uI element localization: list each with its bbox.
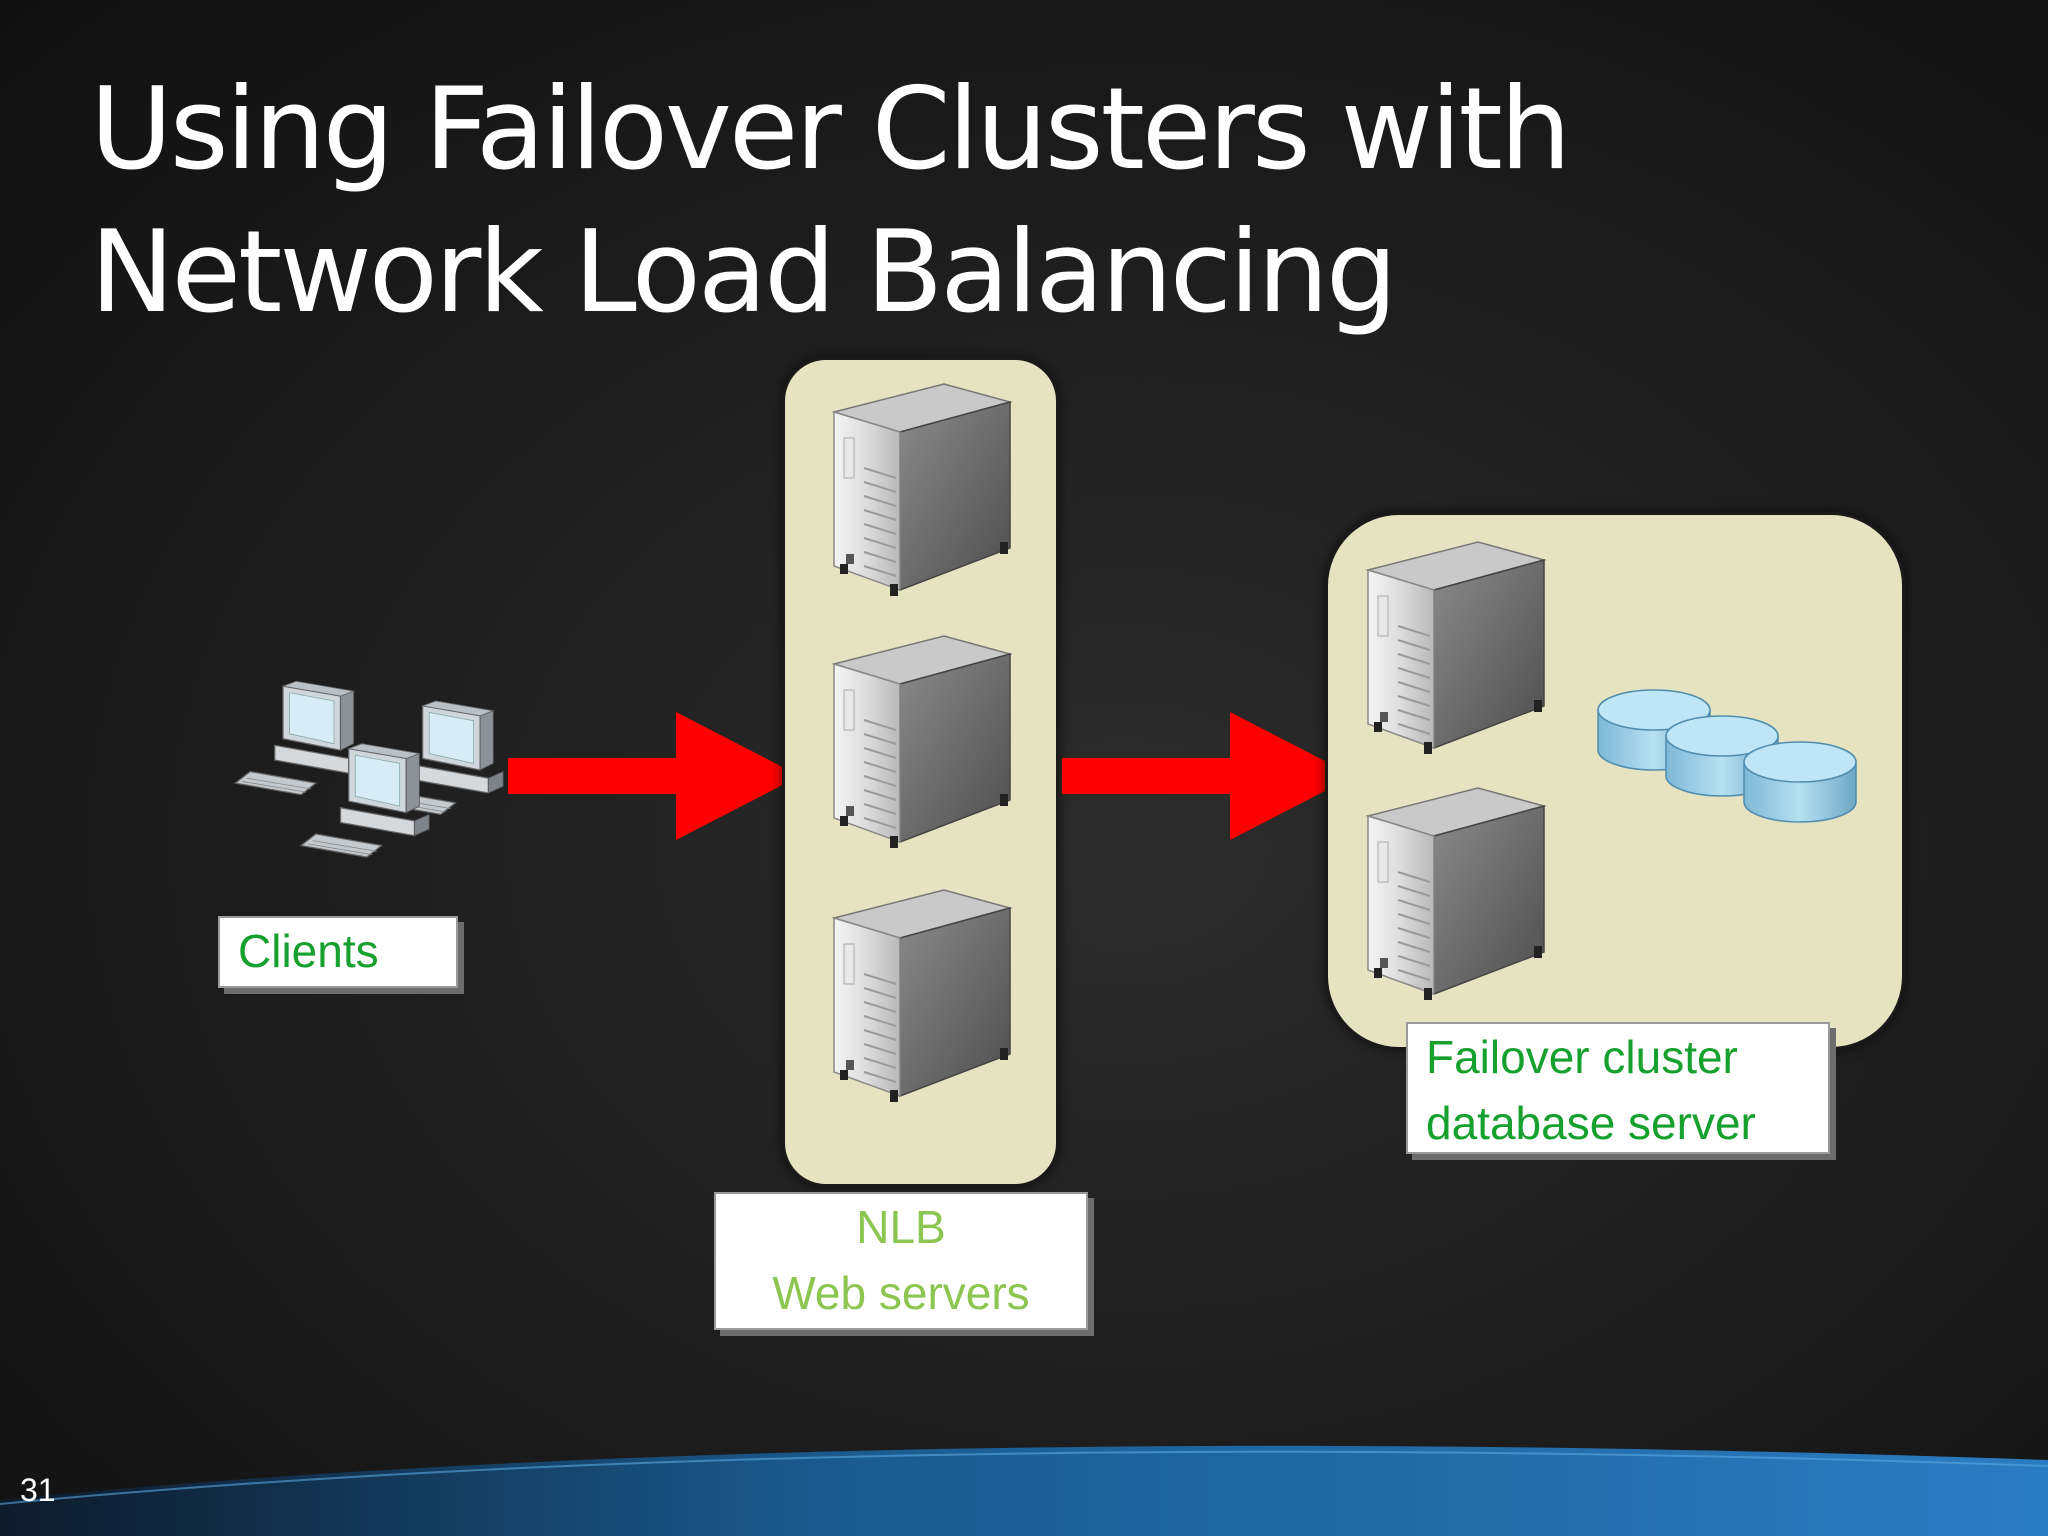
red-arrow-icon: [1062, 712, 1354, 840]
nlb-web-servers-label: NLB Web servers: [714, 1192, 1088, 1330]
nlb-label-line-2: Web servers: [772, 1267, 1030, 1319]
tower-server-icon: [1367, 787, 1545, 1001]
tower-server-icon: [833, 889, 1011, 1103]
tower-server-icon: [833, 635, 1011, 849]
tower-server-icon: [1367, 541, 1545, 755]
red-arrow-icon: [508, 712, 800, 840]
slide-title-line-2: Network Load Balancing: [90, 206, 1398, 338]
failover-label-line-1: Failover cluster: [1426, 1031, 1738, 1083]
tower-server-icon: [833, 383, 1011, 597]
nlb-label-line-1: NLB: [856, 1201, 946, 1253]
failover-cluster-label: Failover cluster database server: [1406, 1022, 1830, 1154]
bottom-decorative-band: [0, 1445, 2048, 1536]
slide-title-line-1: Using Failover Clusters with: [90, 63, 1571, 195]
computer-workstations-icon: [234, 680, 504, 858]
slide-title: Using Failover Clusters with Network Loa…: [90, 58, 1790, 344]
clients-label-text: Clients: [238, 925, 379, 977]
slide-number: 31: [20, 1472, 56, 1508]
clients-label: Clients: [218, 916, 458, 988]
failover-label-line-2: database server: [1426, 1097, 1756, 1149]
database-disk-icon: [1597, 689, 1857, 823]
